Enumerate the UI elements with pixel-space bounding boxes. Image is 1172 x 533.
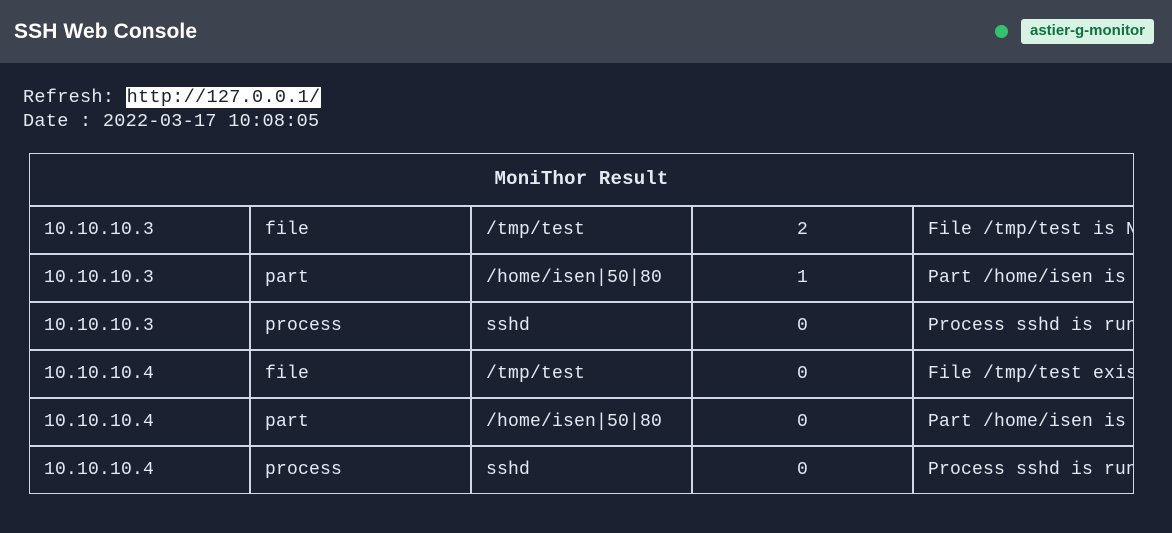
status-dot-icon xyxy=(994,25,1008,38)
cell-ip: 10.10.10.3 xyxy=(29,206,250,254)
cell-return-code: 0 xyxy=(692,446,913,494)
top-navbar: SSH Web Console astier-g-monitor xyxy=(0,0,1172,63)
app-title: SSH Web Console xyxy=(14,20,198,43)
cell-check-type: file xyxy=(250,206,471,254)
table-caption-row: MoniThor Result xyxy=(29,153,1134,206)
cell-return-code: 1 xyxy=(692,254,913,302)
cell-target: sshd xyxy=(471,302,692,350)
host-badge[interactable]: astier-g-monitor xyxy=(1020,18,1154,45)
cell-message: File /tmp/test is NOT present xyxy=(913,206,1134,254)
cell-ip: 10.10.10.4 xyxy=(29,350,250,398)
cell-message: Part /home/isen is under 50% : 1 xyxy=(913,398,1134,446)
cell-return-code: 0 xyxy=(692,302,913,350)
navbar-status-group: astier-g-monitor xyxy=(994,18,1154,45)
meta-info: Refresh: http://127.0.0.1/ Date : 2022-0… xyxy=(0,63,1172,134)
cell-return-code: 2 xyxy=(692,206,913,254)
table-head: MoniThor Result xyxy=(29,153,1134,206)
cell-check-type: part xyxy=(250,254,471,302)
cell-ip: 10.10.10.4 xyxy=(29,446,250,494)
cell-target: sshd xyxy=(471,446,692,494)
cell-check-type: part xyxy=(250,398,471,446)
cell-message: File /tmp/test exist xyxy=(913,350,1134,398)
cell-ip: 10.10.10.4 xyxy=(29,398,250,446)
cell-message: Process sshd is running xyxy=(913,302,1134,350)
date-line: Date : 2022-03-17 10:08:05 xyxy=(23,111,320,132)
cell-message: Process sshd is running xyxy=(913,446,1134,494)
cell-return-code: 0 xyxy=(692,398,913,446)
table-caption: MoniThor Result xyxy=(29,153,1134,206)
refresh-line: Refresh: http://127.0.0.1/ xyxy=(23,86,1172,110)
cell-check-type: process xyxy=(250,446,471,494)
cell-target: /tmp/test xyxy=(471,206,692,254)
cell-target: /home/isen|50|80 xyxy=(471,254,692,302)
cell-return-code: 0 xyxy=(692,350,913,398)
refresh-url-link[interactable]: http://127.0.0.1/ xyxy=(125,87,322,108)
cell-ip: 10.10.10.3 xyxy=(29,254,250,302)
cell-check-type: file xyxy=(250,350,471,398)
cell-message: Part /home/isen is between 50% and 80% :… xyxy=(913,254,1134,302)
refresh-label: Refresh: xyxy=(23,87,126,108)
cell-ip: 10.10.10.3 xyxy=(29,302,250,350)
cell-target: /tmp/test xyxy=(471,350,692,398)
cell-target: /home/isen|50|80 xyxy=(471,398,692,446)
cell-check-type: process xyxy=(250,302,471,350)
